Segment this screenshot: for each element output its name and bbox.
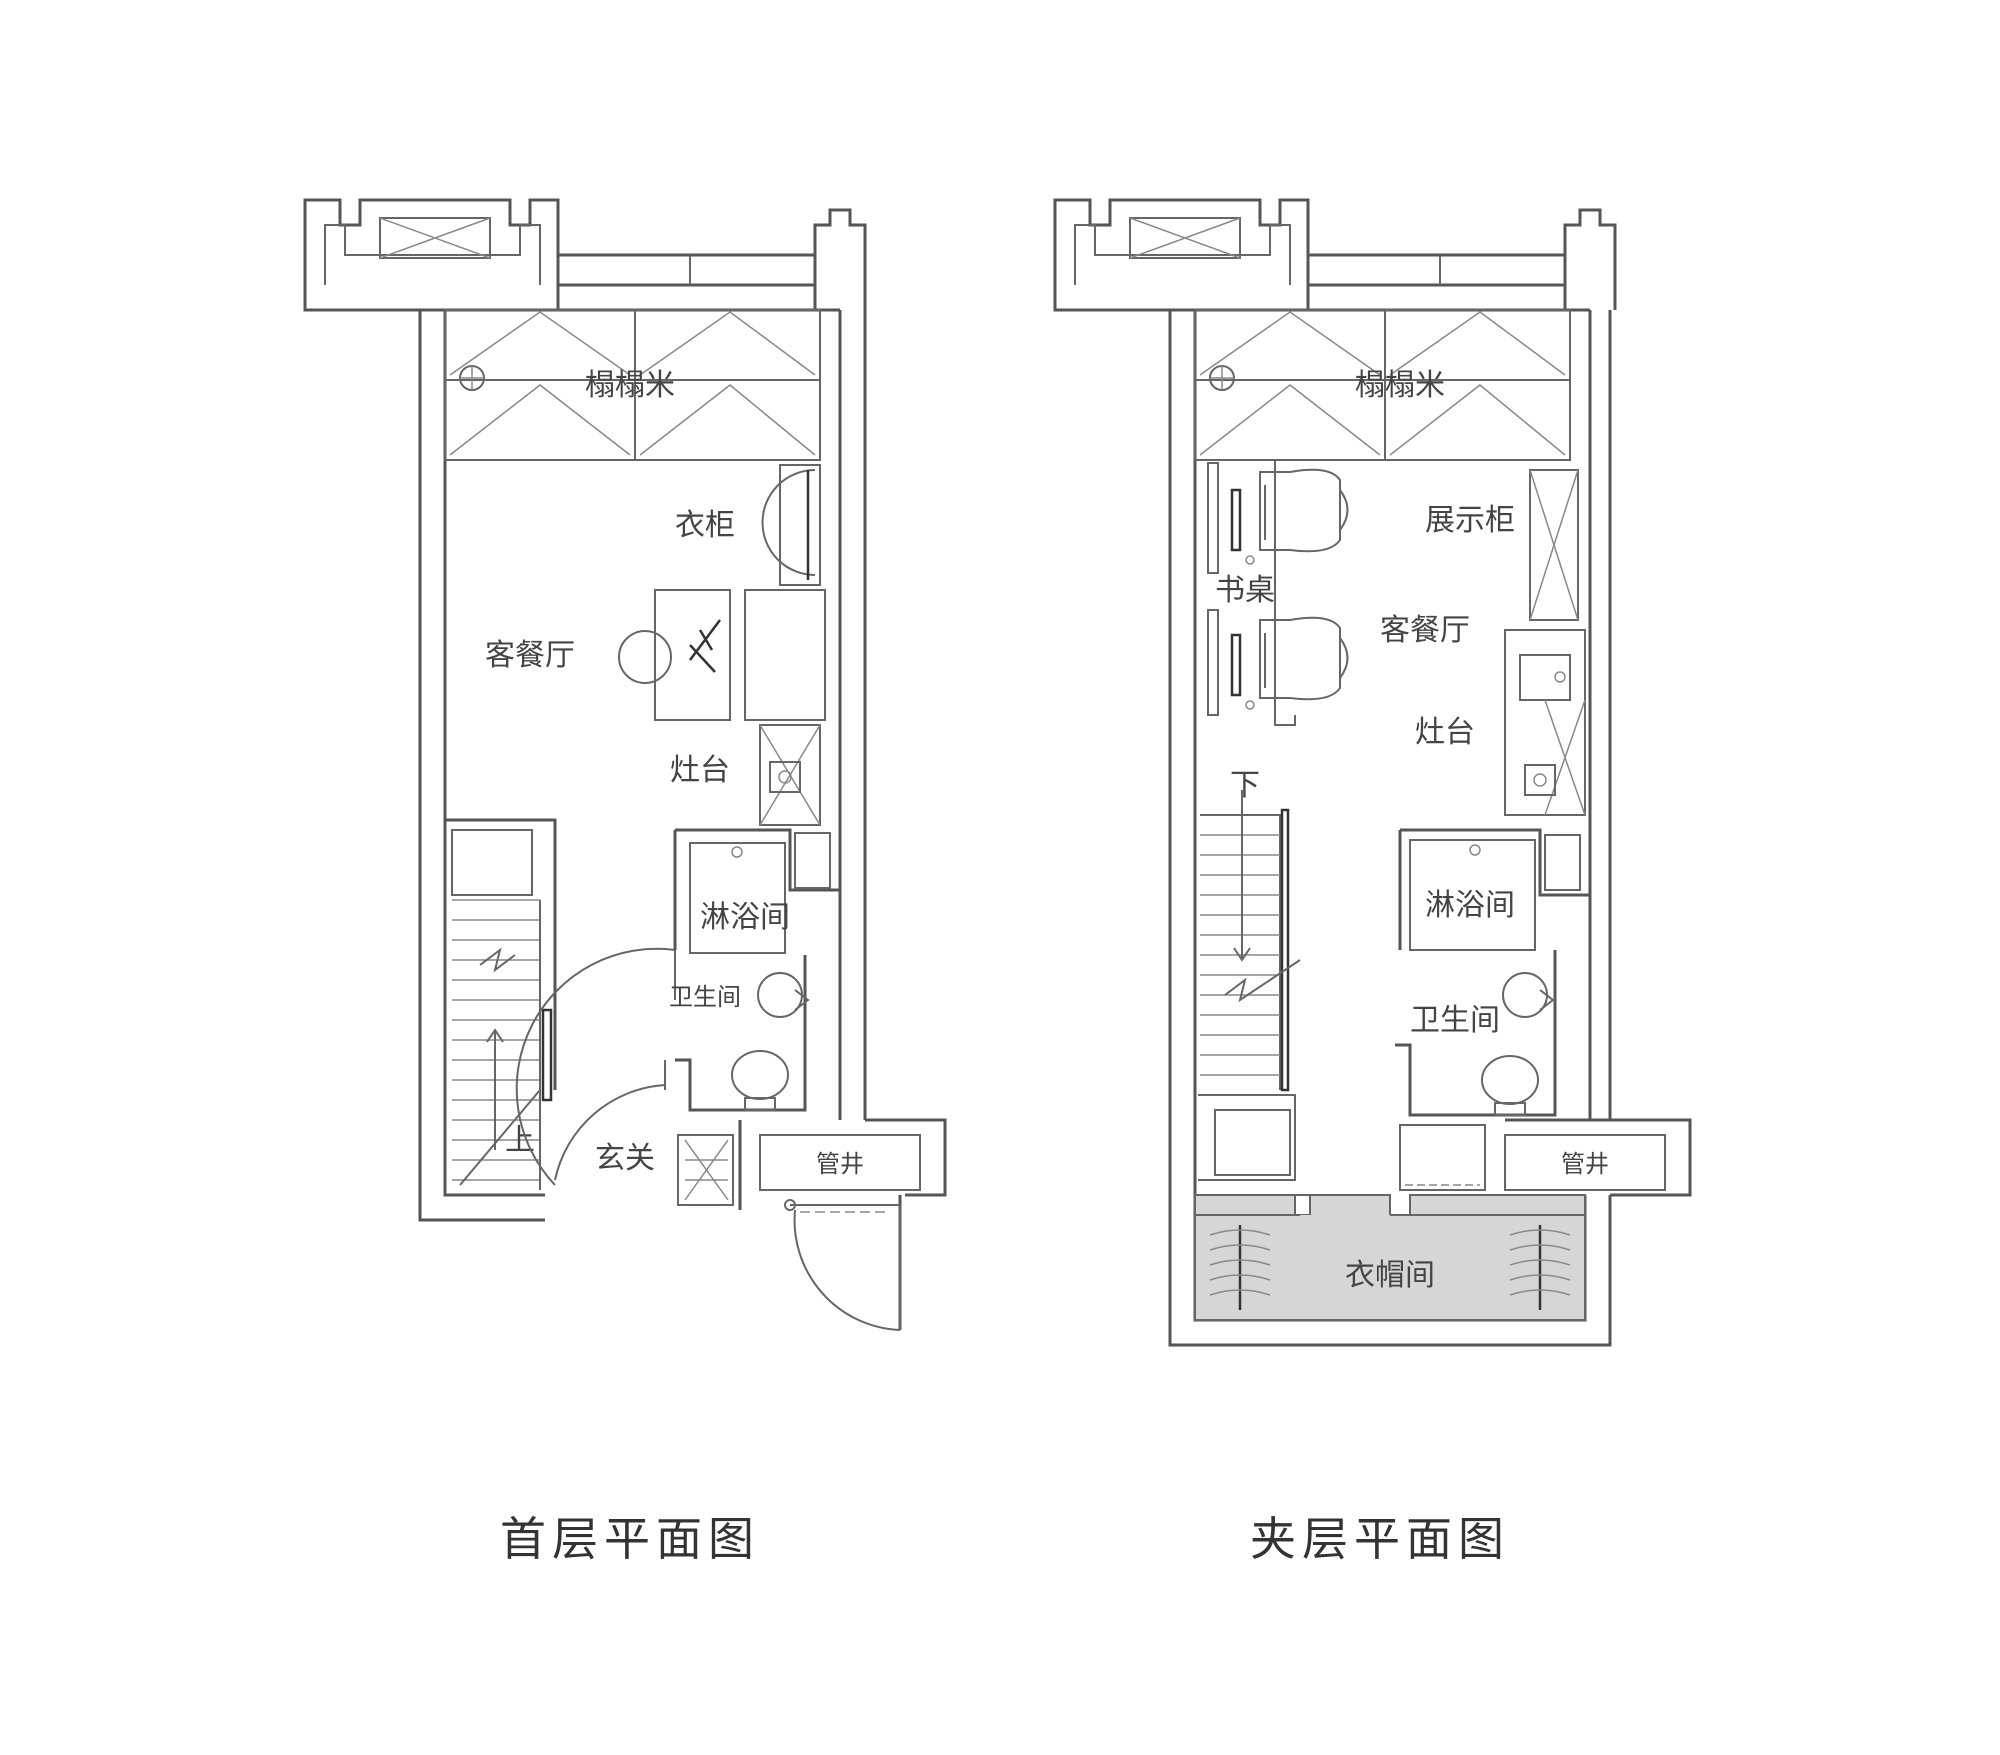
display-cabinet xyxy=(1529,469,1579,621)
shoe-cabinet xyxy=(677,1134,734,1206)
office-chair-icon xyxy=(1259,616,1341,701)
monitor-icon xyxy=(1230,488,1242,552)
ground-wardrobe-label: 衣柜 xyxy=(675,508,735,543)
ground-tatami xyxy=(444,309,821,461)
display-cabinet-label: 展示柜 xyxy=(1425,503,1515,538)
ground-floor-caption: 首层平面图 xyxy=(500,1512,760,1566)
mezzanine-tatami-label: 榻榻米 xyxy=(1355,368,1445,403)
desk-label: 书桌 xyxy=(1215,573,1275,608)
ground-toilet xyxy=(675,955,810,1112)
break-line-icon xyxy=(479,947,516,973)
ground-foyer-label: 玄关 xyxy=(595,1141,655,1176)
ground-stair xyxy=(445,818,557,1190)
mezzanine-caption: 夹层平面图 xyxy=(1250,1512,1510,1566)
ground-tatami-label: 榻榻米 xyxy=(585,368,675,403)
mezzanine-tatami xyxy=(1194,309,1571,461)
ground-wardrobe xyxy=(761,464,821,586)
ground-shaft xyxy=(738,1120,921,1210)
dining-table xyxy=(618,589,731,721)
cloakroom-label: 衣帽间 xyxy=(1345,1258,1435,1293)
cloakroom xyxy=(1194,1194,1586,1321)
monitor-icon xyxy=(1230,633,1242,697)
sink-icon xyxy=(1519,654,1571,701)
toilet-icon xyxy=(1481,1055,1539,1105)
ground-stove-label: 灶台 xyxy=(670,753,730,788)
down-arrow-icon xyxy=(1233,790,1251,962)
sink-icon xyxy=(769,761,801,793)
mezzanine-stair xyxy=(1198,790,1301,1181)
mezzanine-shaft xyxy=(1504,1134,1666,1191)
ground-kitchen-counter xyxy=(744,589,826,826)
mezzanine-kitchen-counter xyxy=(1504,629,1586,816)
mezzanine-balcony xyxy=(1053,198,1617,312)
break-line-icon xyxy=(1224,959,1301,1003)
ground-shower-label: 淋浴间 xyxy=(700,900,790,935)
ground-living-label: 客餐厅 xyxy=(485,638,575,673)
ground-shaft-label: 管井 xyxy=(816,1150,864,1178)
showerhead-icon xyxy=(731,846,743,858)
chair-icon xyxy=(618,630,672,684)
sink-icon xyxy=(1524,764,1556,796)
ground-shower xyxy=(673,828,840,954)
ground-floor-plan: 榻榻米 衣柜 客餐厅 灶台 xyxy=(303,198,947,1566)
office-chair-icon xyxy=(1259,468,1341,553)
ac-unit-icon xyxy=(1129,217,1241,259)
ground-stair-mark: 上 xyxy=(505,1123,535,1158)
up-arrow-icon xyxy=(486,1028,504,1150)
mezzanine-stair-mark: 下 xyxy=(1230,768,1260,803)
ground-toilet-label: 卫生间 xyxy=(669,983,741,1011)
mezzanine-toilet xyxy=(1395,950,1557,1117)
mezzanine-shaft-label: 管井 xyxy=(1561,1150,1609,1178)
balcony xyxy=(303,198,867,312)
mezzanine-toilet-label: 卫生间 xyxy=(1410,1003,1500,1038)
mezzanine-shower xyxy=(1398,828,1590,951)
mezzanine-stove-label: 灶台 xyxy=(1415,715,1475,750)
mezzanine-shower-label: 淋浴间 xyxy=(1425,888,1515,923)
mezzanine-cabinet xyxy=(1399,1124,1486,1191)
desk-area xyxy=(1200,459,1349,726)
ac-unit-icon xyxy=(379,217,491,259)
mezzanine-living-label: 客餐厅 xyxy=(1380,613,1470,648)
showerhead-icon xyxy=(1469,844,1481,856)
ground-entrance-door xyxy=(515,945,676,1186)
ground-main-door xyxy=(784,1199,901,1331)
toilet-icon xyxy=(731,1050,789,1100)
mezzanine-plan: 榻榻米 书桌 展示柜 客餐厅 xyxy=(1053,198,1692,1566)
